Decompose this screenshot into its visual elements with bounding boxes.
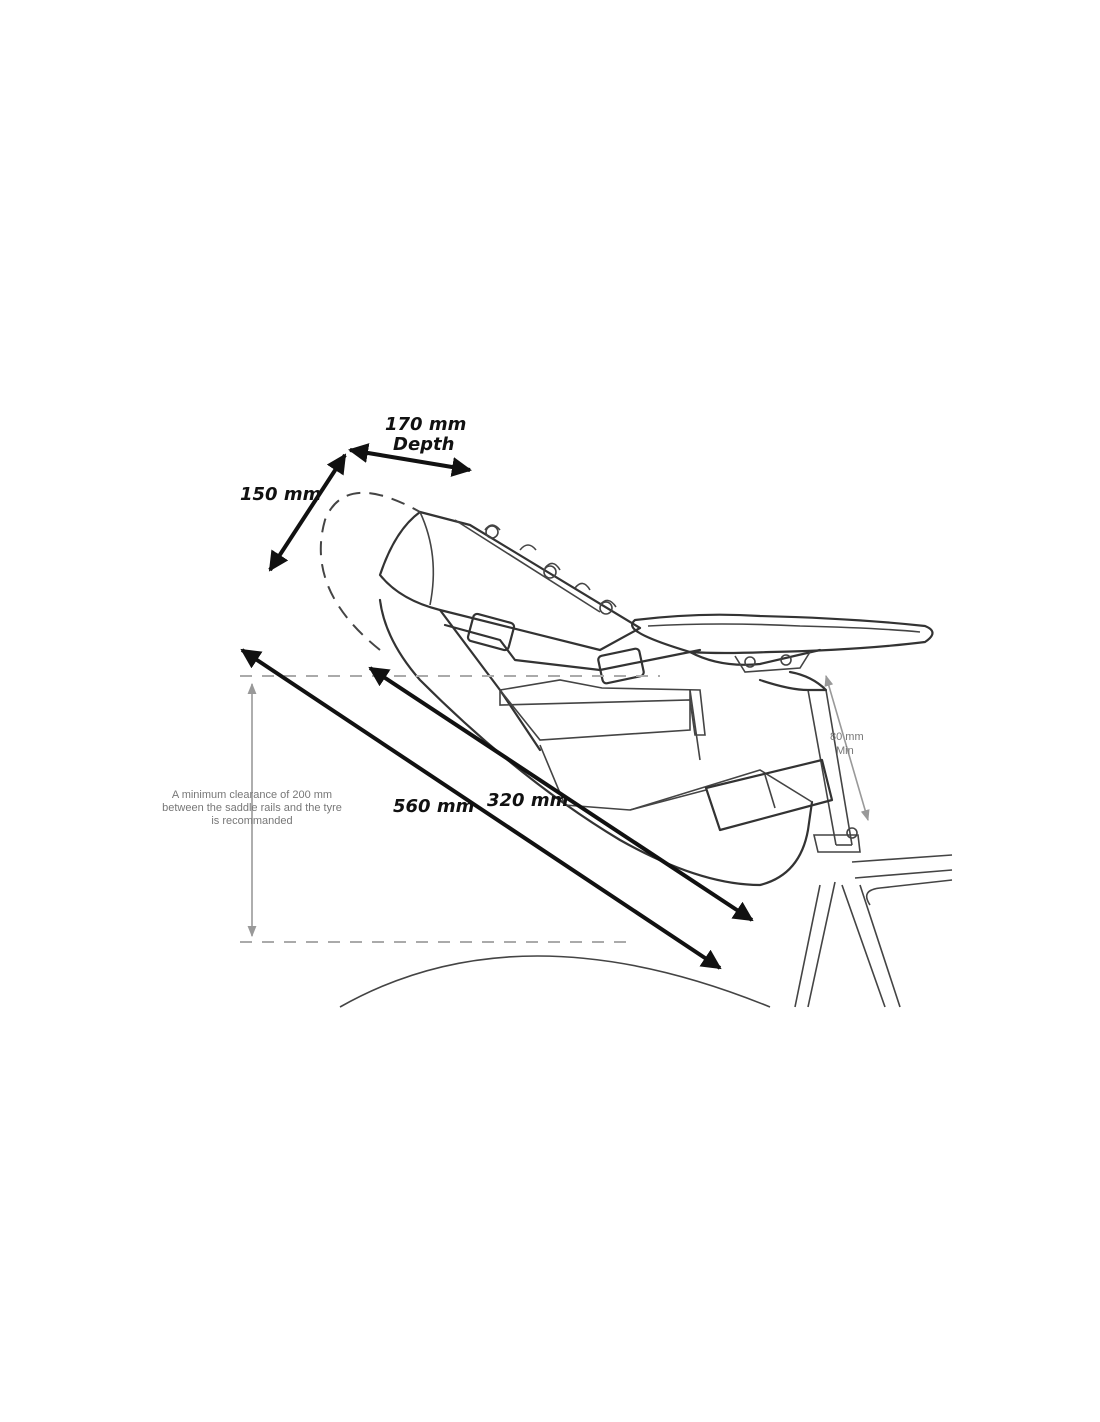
post-clearance-value-label: 80 mm: [830, 731, 864, 743]
expanded-bag-outline: [319, 491, 421, 651]
post-clearance-min-label: Min: [836, 745, 854, 757]
bag-length-arrow: [368, 666, 754, 922]
max-length-label: 560 mm: [393, 796, 474, 817]
height-value-label: 150 mm: [240, 484, 321, 505]
clearance-note-line3: is recommanded: [211, 815, 292, 827]
height-arrow: [268, 453, 347, 572]
depth-value-label: 170 mm: [385, 414, 466, 435]
clearance-note-line1: A minimum clearance of 200 mm: [172, 789, 332, 801]
clearance-note-line2: between the saddle rails and the tyre: [162, 802, 342, 814]
bike-frame: [794, 689, 953, 1008]
bag-length-label: 320 mm: [487, 790, 568, 811]
rear-tyre: [339, 955, 771, 1008]
depth-arrow: [348, 443, 472, 477]
saddle-bag: [378, 510, 834, 887]
post-clearance-arrow: [824, 674, 870, 822]
saddle: [631, 613, 934, 692]
depth-label: Depth: [393, 434, 454, 455]
